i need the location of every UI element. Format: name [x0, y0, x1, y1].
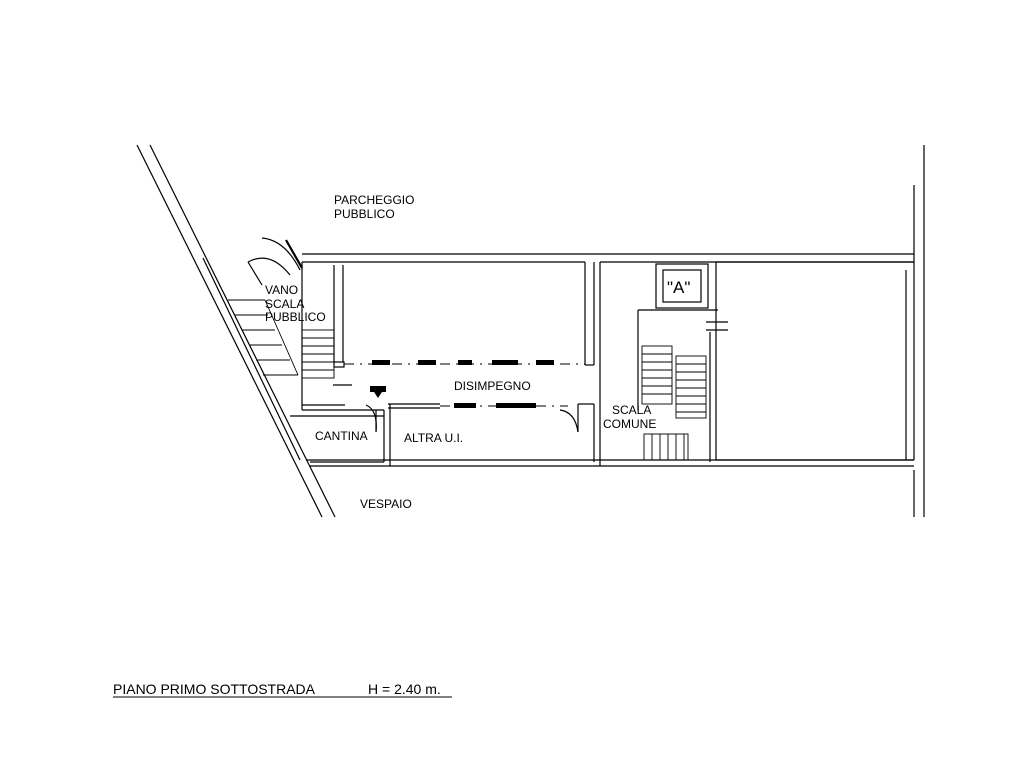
label-scala-line1: SCALA	[612, 403, 651, 417]
label-parcheggio-line2: PUBBLICO	[334, 207, 395, 221]
label-vano-line2: SCALA	[265, 297, 304, 311]
label-vano-line1: VANO	[265, 283, 298, 297]
label-parcheggio-line1: PARCHEGGIO	[334, 193, 414, 207]
outer-boundary	[136, 144, 925, 518]
label-scala-line2: COMUNE	[603, 417, 656, 431]
label-disimpegno: DISIMPEGNO	[454, 379, 531, 393]
caption-height: H = 2.40 m.	[368, 681, 441, 697]
label-vano-line3: PUBBLICO	[265, 310, 326, 324]
vano-scala-stairs	[228, 237, 335, 410]
interior-walls	[290, 262, 914, 467]
top-wall	[302, 253, 915, 263]
plan-caption: PIANO PRIMO SOTTOSTRADA H = 2.40 m.	[113, 681, 452, 698]
label-cantina: CANTINA	[315, 429, 368, 443]
label-altra-ui: ALTRA U.I.	[404, 431, 463, 445]
label-vespaio: VESPAIO	[360, 497, 412, 511]
label-marker-a: "A"	[667, 278, 690, 297]
scala-comune-block	[637, 261, 915, 462]
caption-floor: PIANO PRIMO SOTTOSTRADA	[113, 681, 316, 697]
